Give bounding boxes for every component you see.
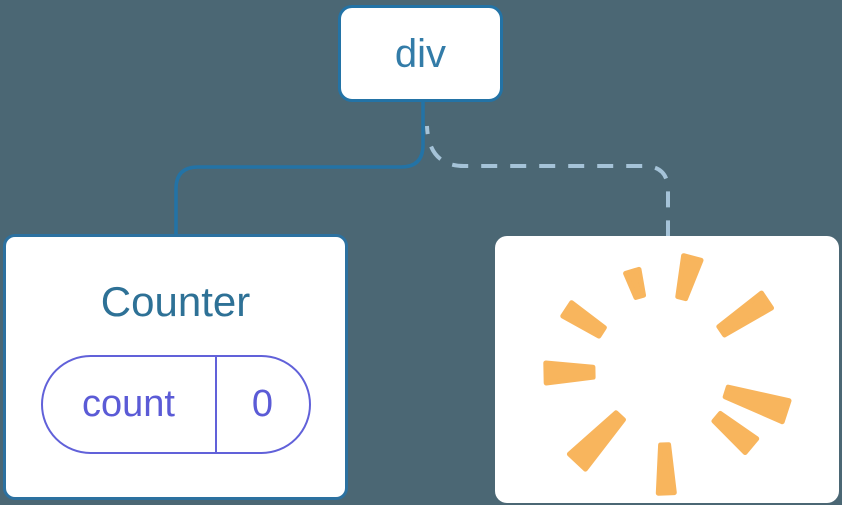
poof-explosion-icon bbox=[543, 253, 792, 496]
spark-wedge bbox=[566, 410, 626, 472]
spark-wedge bbox=[543, 360, 596, 386]
root-node-div: div bbox=[338, 5, 503, 102]
connector-root-to-removed bbox=[425, 125, 670, 239]
spark-wedge bbox=[623, 266, 646, 300]
removed-node bbox=[495, 236, 839, 503]
spark-wedge bbox=[711, 411, 760, 455]
counter-title: Counter bbox=[100, 278, 251, 325]
counter-node: Counter count 0 bbox=[3, 234, 348, 500]
state-key-label: count bbox=[43, 357, 217, 452]
connector-root-to-counter bbox=[174, 102, 425, 237]
spark-wedge bbox=[560, 300, 607, 339]
state-value: 0 bbox=[251, 383, 274, 425]
spark-wedge bbox=[655, 442, 677, 496]
spark-wedge bbox=[675, 253, 704, 302]
state-pill: count 0 bbox=[40, 355, 311, 454]
root-node-label: div bbox=[394, 31, 447, 76]
spark-wedge bbox=[722, 384, 792, 425]
spark-wedge bbox=[716, 290, 774, 338]
